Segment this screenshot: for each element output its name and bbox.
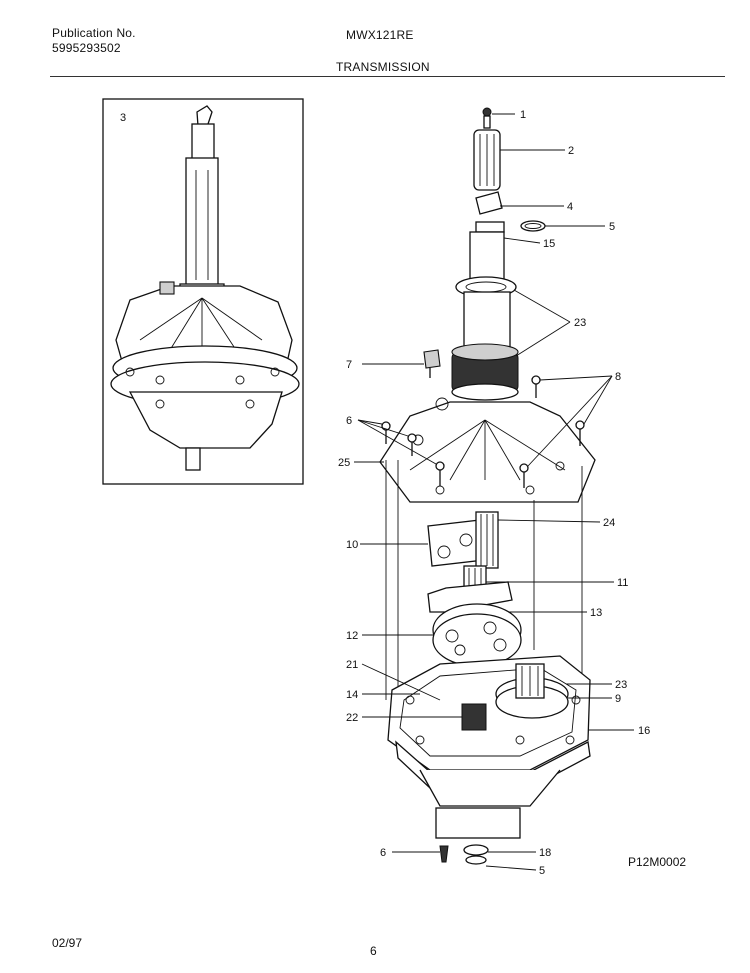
callout-24: 24 (603, 517, 615, 529)
callout-labels: 1 2 4 5 15 23 7 8 6 25 24 10 11 13 12 21… (338, 109, 650, 877)
callout-23-lower: 23 (615, 679, 627, 691)
callout-14: 14 (346, 689, 358, 701)
part-5-ring-lower (465, 855, 487, 865)
part-18-seal (463, 844, 489, 856)
part-25-top-cover (379, 401, 596, 503)
inset-shaft-tube (185, 157, 219, 289)
callout-18: 18 (539, 847, 551, 859)
part-6-screws (381, 421, 445, 486)
callout-11: 11 (617, 577, 628, 589)
shaft-upper (469, 231, 505, 283)
inset-shaft-upper (191, 123, 215, 161)
part-6-screw-bottom (439, 845, 449, 863)
publication-number: 5995293502 (52, 41, 121, 55)
callout-12: 12 (346, 630, 358, 642)
leader-lines (354, 113, 634, 871)
inset-frame (102, 98, 304, 485)
part-15-clip (475, 221, 505, 233)
gear-case-base (435, 807, 521, 839)
callout-7: 7 (346, 359, 352, 371)
callout-13: 13 (590, 607, 602, 619)
part-16-gear-case (387, 655, 591, 771)
gear-case-body (419, 769, 561, 807)
inset-output-shaft (185, 447, 201, 471)
callout-6: 6 (346, 415, 352, 427)
callout-15: 15 (543, 238, 555, 250)
inset-shaft-tip (196, 105, 213, 127)
publication-label: Publication No. (52, 26, 136, 40)
part-7-cap (423, 349, 441, 369)
figure-code: P12M0002 (628, 855, 687, 869)
callout-5: 5 (609, 221, 615, 233)
callout-16: 16 (638, 725, 650, 737)
callout-23: 23 (574, 317, 586, 329)
callout-4: 4 (567, 201, 573, 213)
exploded-view (379, 107, 596, 865)
section-title: TRANSMISSION (336, 60, 430, 74)
callout-6-bottom: 6 (380, 847, 386, 859)
inset-label: 3 (120, 112, 126, 124)
callout-5-bottom: 5 (539, 865, 545, 877)
callout-22: 22 (346, 712, 358, 724)
callout-10: 10 (346, 539, 358, 551)
inset-assembly: 3 (102, 98, 304, 485)
part-13-bracket (427, 581, 513, 613)
footer-date: 02/97 (52, 936, 83, 950)
part-4-shaft-tip (475, 191, 503, 215)
callout-25: 25 (338, 457, 350, 469)
footer-page-number: 6 (370, 944, 377, 958)
part-1-screw (482, 107, 492, 117)
model-number: MWX121RE (346, 28, 414, 42)
callout-9: 9 (615, 693, 621, 705)
part-22-pinion (461, 703, 487, 731)
callout-21: 21 (346, 659, 358, 671)
header-rule (50, 76, 725, 77)
part-21-gasket (399, 667, 577, 757)
callout-2: 2 (568, 145, 574, 157)
callout-8: 8 (615, 371, 621, 383)
callout-1: 1 (520, 109, 526, 121)
inset-gearcase (128, 391, 283, 449)
